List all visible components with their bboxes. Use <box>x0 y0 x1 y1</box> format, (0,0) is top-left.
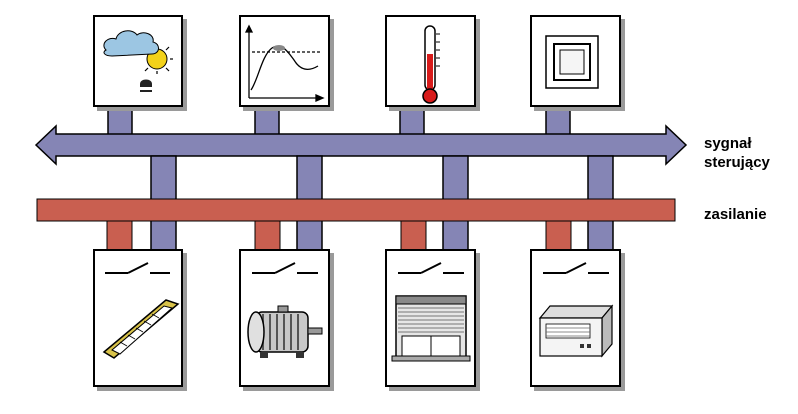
trend-chart-icon <box>244 24 325 102</box>
switch-contact-icon <box>105 262 170 274</box>
actuator-power-drop <box>106 220 133 251</box>
roof-window-icon <box>102 299 180 359</box>
roller-blind-icon <box>391 295 471 362</box>
switch-contact-icon <box>398 262 464 274</box>
sensor-box-trend <box>239 15 330 107</box>
sensor-connector <box>107 105 133 137</box>
actuator-box-motor <box>239 249 330 387</box>
sensor-box-switch <box>530 15 621 107</box>
weather-sensor-icon <box>103 30 173 92</box>
switch-contact-icon <box>252 262 318 274</box>
power-bus <box>36 198 676 251</box>
actuator-power-drop <box>400 220 427 251</box>
actuator-box-ac <box>530 249 621 387</box>
air-conditioner-icon <box>538 304 614 358</box>
actuator-box-window <box>93 249 183 387</box>
power-bus-line <box>36 198 676 222</box>
thermometer-icon <box>422 25 440 104</box>
electric-motor-icon <box>247 305 323 358</box>
sensor-connector <box>254 105 280 137</box>
signal-bus <box>34 105 688 251</box>
sensor-box-weather <box>93 15 183 107</box>
actuator-power-drop <box>545 220 572 251</box>
signal-label-line1: sygnał <box>704 135 752 152</box>
actuator-box-blind <box>385 249 476 387</box>
signal-bus-arrow <box>34 124 688 166</box>
power-label: zasilanie <box>704 206 767 223</box>
sensor-connector <box>399 105 425 137</box>
sensor-connector <box>545 105 571 137</box>
signal-label-line2: sterujący <box>704 154 770 171</box>
sensor-box-thermometer <box>385 15 476 107</box>
wall-switch-icon <box>545 35 599 89</box>
actuator-power-drop <box>254 220 281 251</box>
switch-contact-icon <box>543 262 609 274</box>
